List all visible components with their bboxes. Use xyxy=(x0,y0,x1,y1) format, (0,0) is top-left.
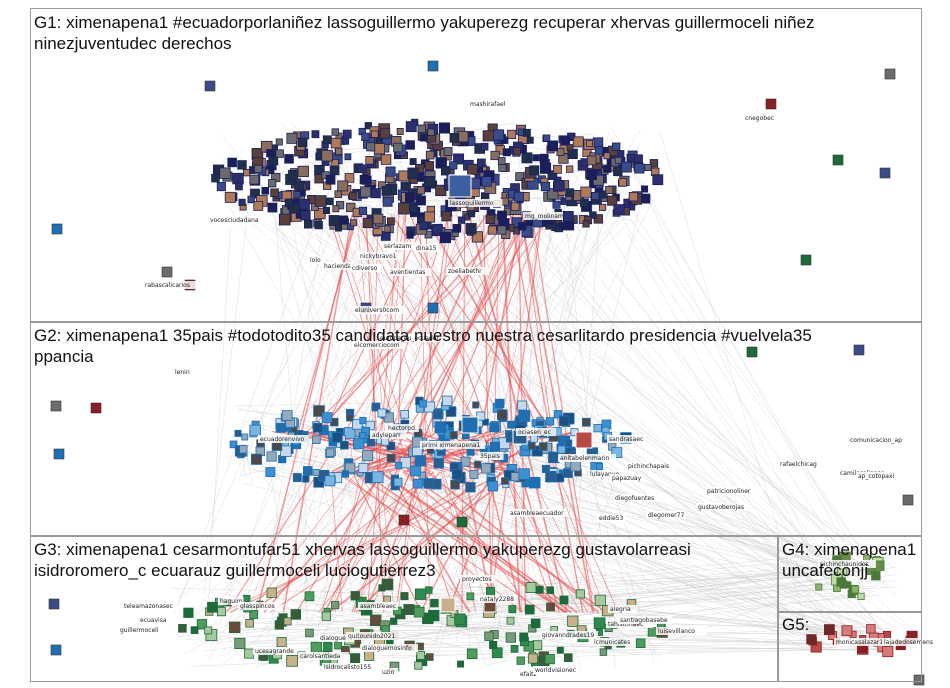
group-g2-title: G2: ximenapena1 35pais #todotodito35 can… xyxy=(34,325,874,367)
group-g1-title: G1: ximenapena1 #ecuadorporlaniñez lasso… xyxy=(34,12,904,54)
group-g3-title: G3: ximenapena1 cesarmontufar51 xhervas … xyxy=(34,539,754,581)
group-g5-title: G5: xyxy=(782,614,918,635)
group-g4-title: G4: ximenapena1 uncafeconjj xyxy=(782,539,918,581)
group-g1-box xyxy=(30,8,922,322)
